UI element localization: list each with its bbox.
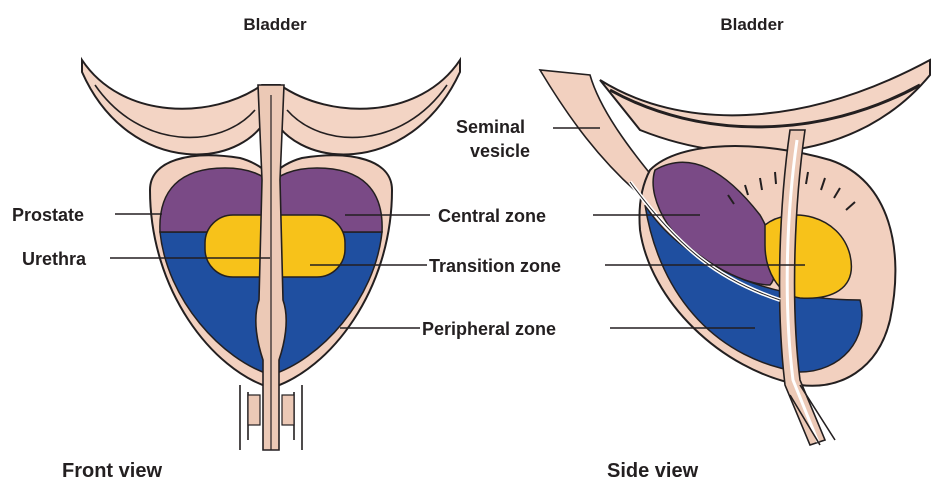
front-sphincter-muscle-right bbox=[282, 395, 294, 425]
front-view-caption: Front view bbox=[62, 460, 162, 482]
side-view-caption: Side view bbox=[607, 460, 699, 482]
side-bladder-label: Bladder bbox=[720, 15, 784, 34]
front-view-illustration bbox=[82, 60, 460, 450]
seminal-vesicle-label-line1: Seminal bbox=[456, 117, 525, 137]
front-bladder-label: Bladder bbox=[243, 15, 307, 34]
urethra-label: Urethra bbox=[22, 249, 87, 269]
central-zone-label: Central zone bbox=[438, 206, 546, 226]
transition-zone-label: Transition zone bbox=[429, 256, 561, 276]
peripheral-zone-label: Peripheral zone bbox=[422, 319, 556, 339]
side-bladder-wall bbox=[600, 60, 930, 153]
seminal-vesicle-label-line2: vesicle bbox=[470, 141, 530, 161]
front-sphincter-muscle-left bbox=[248, 395, 260, 425]
prostate-label: Prostate bbox=[12, 205, 84, 225]
side-view-illustration bbox=[540, 60, 930, 445]
